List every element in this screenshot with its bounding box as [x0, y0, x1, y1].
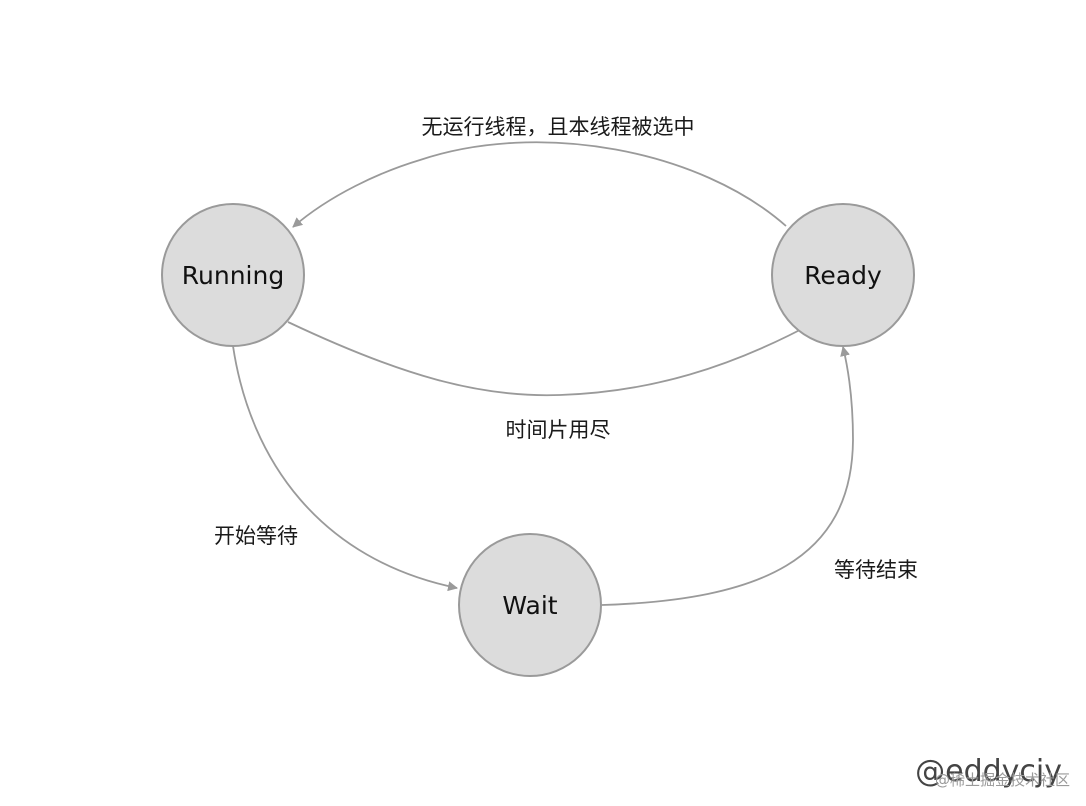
- edge-running-to-wait: [232, 345, 458, 592]
- watermark-site: @稀土掘金技术社区: [934, 771, 1070, 789]
- watermark: @eddycjy @稀土掘金技术社区: [915, 754, 1070, 789]
- state-node-running: Running: [161, 203, 305, 347]
- watermark-handle: @eddycjy: [915, 754, 1062, 789]
- state-label-running: Running: [182, 261, 284, 290]
- state-node-wait: Wait: [458, 533, 602, 677]
- edge-label-ready-to-running: 无运行线程，且本线程被选中: [422, 115, 695, 139]
- state-label-wait: Wait: [502, 591, 557, 620]
- edge-wait-to-ready: [601, 346, 854, 606]
- state-node-ready: Ready: [771, 203, 915, 347]
- edge-running-to-ready: [287, 321, 816, 397]
- edge-label-wait-to-ready: 等待结束: [834, 558, 918, 582]
- edge-label-running-to-ready: 时间片用尽: [506, 418, 611, 442]
- edge-ready-to-running: [292, 141, 787, 228]
- state-label-ready: Ready: [804, 261, 882, 290]
- edge-label-running-to-wait: 开始等待: [214, 524, 298, 548]
